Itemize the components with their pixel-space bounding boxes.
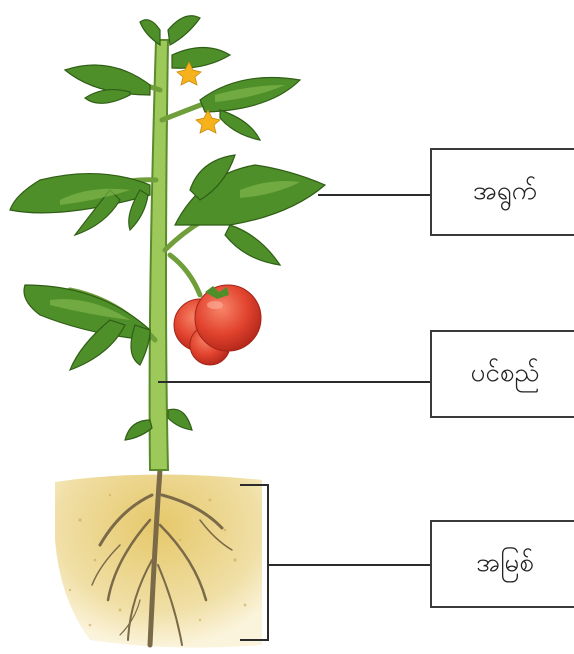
stem xyxy=(150,40,168,470)
root-label: အမြစ် xyxy=(430,520,574,608)
stem-label: ပင်စည် xyxy=(430,330,574,418)
tomatoes xyxy=(174,285,261,365)
leaf-label: အရွက် xyxy=(430,148,574,236)
